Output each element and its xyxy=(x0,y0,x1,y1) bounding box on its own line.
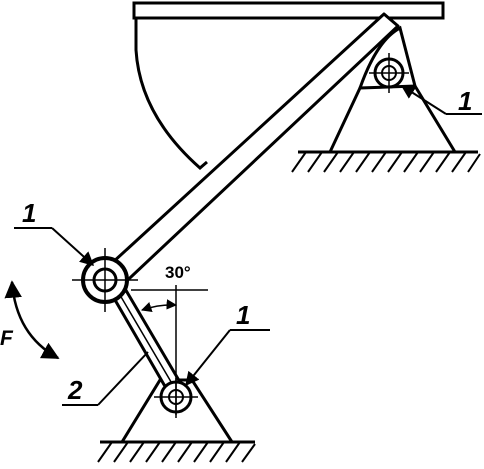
leader-pivot-top: 1 xyxy=(400,85,482,116)
leader-pivot-bottom: 1 xyxy=(185,300,270,387)
ground-hatch-bottom xyxy=(97,441,256,463)
label-pivot-top: 1 xyxy=(458,86,472,116)
force-label: F xyxy=(0,327,14,350)
angle-label: 30° xyxy=(165,263,191,282)
label-link: 2 xyxy=(67,375,83,405)
pivot-left xyxy=(72,248,138,312)
leader-pivot-left: 1 xyxy=(14,198,95,266)
label-pivot-left: 1 xyxy=(22,198,36,228)
top-plate xyxy=(132,1,445,20)
angle-annotation: 30° xyxy=(131,263,208,415)
support-top-right xyxy=(291,25,481,173)
pivot-top-right xyxy=(369,53,409,93)
label-pivot-bottom: 1 xyxy=(236,300,250,330)
ground-hatch-top xyxy=(291,151,481,173)
force-arrow: F xyxy=(0,280,60,360)
bucket-body xyxy=(134,18,208,170)
leader-link: 2 xyxy=(62,351,149,406)
